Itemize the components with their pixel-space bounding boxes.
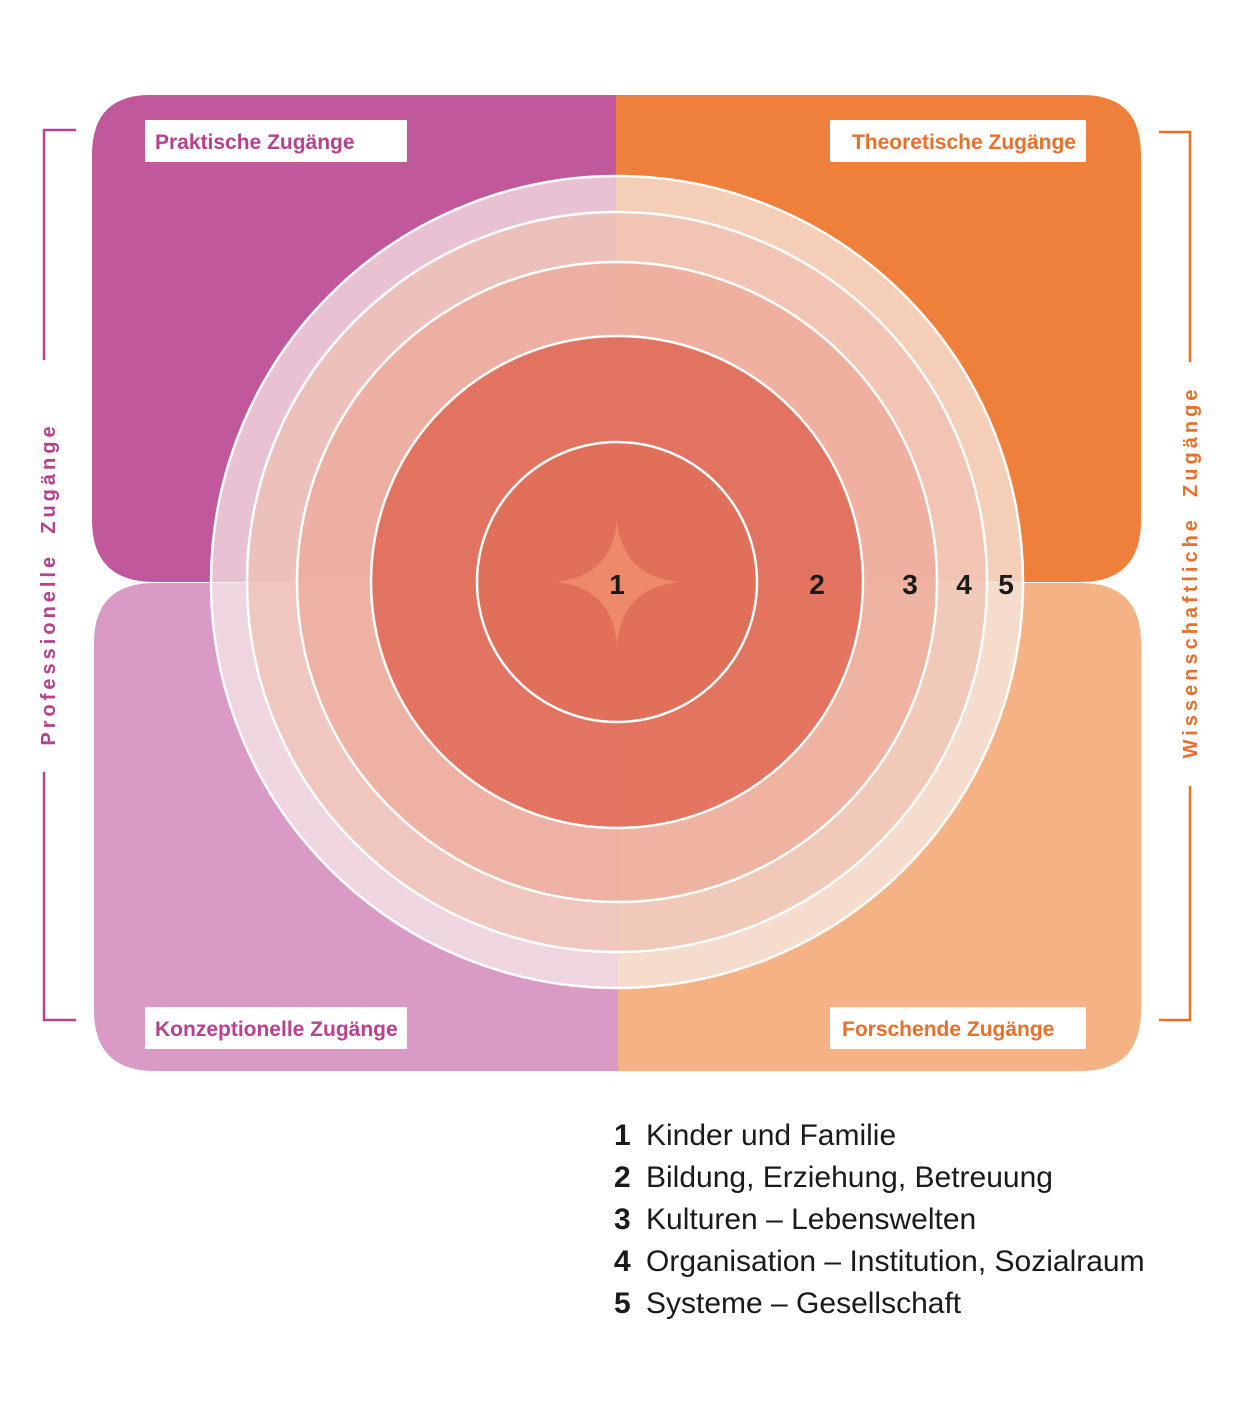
label-box-praktisch [145,120,407,162]
legend-number: 2 [614,1161,631,1194]
bracket-professionell-bottom [42,772,76,1022]
ring-number-2: 2 [809,569,825,600]
ring-number-1: 1 [609,569,625,600]
ring-number-3: 3 [902,569,918,600]
legend-item: 4 Organisation – Institution, Sozialraum [614,1241,1145,1283]
legend-text: Bildung, Erziehung, Betreuung [646,1161,1053,1194]
approaches-diagram: 1 2 3 4 5 Praktische Zugänge Theoretisch… [38,95,1202,1071]
label-box-forschend [830,1007,1086,1049]
label-box-konzeptionell [145,1007,407,1049]
legend-text: Organisation – Institution, Sozialraum [646,1245,1145,1278]
ring-numbers: 1 2 3 4 5 [609,569,1014,600]
label-box-theoretisch [830,120,1086,162]
ring-number-5: 5 [998,569,1014,600]
legend-text: Kinder und Familie [646,1119,897,1152]
quadrant-labels: Praktische Zugänge Theoretische Zugänge … [145,120,1086,1049]
ring-number-4: 4 [956,569,972,600]
legend-number: 3 [614,1203,631,1236]
legend-item: 5 Systeme – Gesellschaft [614,1283,1145,1325]
label-konzeptionell: Konzeptionelle Zugänge [155,1018,398,1041]
bracket-wissenschaftlich-top [1159,130,1192,362]
side-label-professionell: Professionelle Zugänge [38,422,60,745]
bracket-wissenschaftlich [1159,130,1192,1022]
label-theoretisch: Theoretische Zugänge [852,131,1076,154]
legend-text: Systeme – Gesellschaft [646,1287,962,1320]
label-forschend: Forschende Zugänge [842,1018,1054,1041]
legend-item: 3 Kulturen – Lebenswelten [614,1199,1145,1241]
legend-text: Kulturen – Lebenswelten [646,1203,977,1236]
label-praktisch: Praktische Zugänge [155,131,355,154]
legend-number: 4 [614,1245,631,1278]
legend-number: 5 [614,1287,631,1320]
side-label-wissenschaftlich: Wissenschaftliche Zugänge [1180,386,1202,759]
legend: 1 Kinder und Familie 2 Bildung, Erziehung,… [614,1115,1145,1325]
legend-number: 1 [614,1119,631,1152]
bracket-wissenschaftlich-bottom [1159,786,1192,1022]
legend-item: 2 Bildung, Erziehung, Betreuung [614,1157,1145,1199]
legend-item: 1 Kinder und Familie [614,1115,1145,1157]
center-star [555,520,680,645]
bracket-professionell-top [42,128,76,360]
bracket-professionell [42,128,76,1022]
